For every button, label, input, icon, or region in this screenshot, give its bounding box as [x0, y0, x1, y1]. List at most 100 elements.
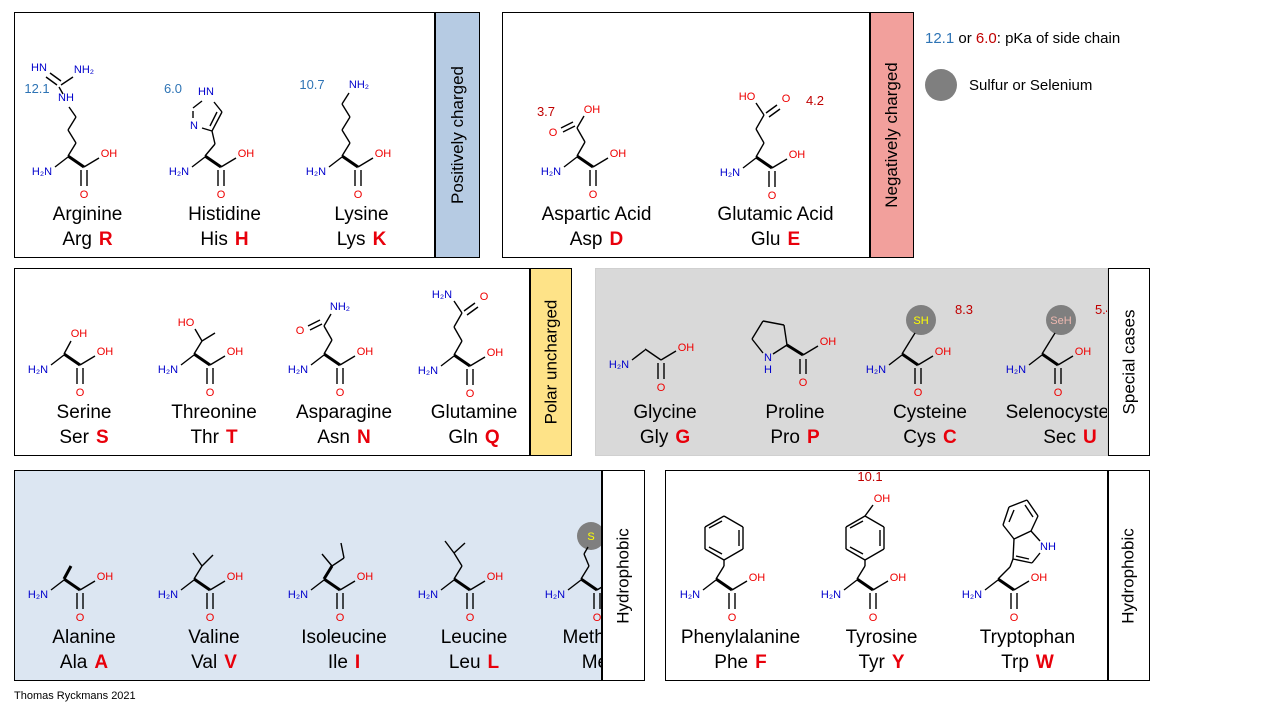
svg-text:H₂N: H₂N [28, 364, 48, 376]
svg-text:OH: OH [678, 342, 695, 354]
legend-or-text: or [954, 30, 976, 47]
svg-text:HN: HN [31, 62, 47, 74]
amino-acid-name: Glutamic Acid [717, 204, 834, 225]
svg-text:H₂N: H₂N [28, 589, 48, 601]
svg-text:O: O [868, 612, 877, 624]
svg-text:HO: HO [738, 91, 755, 103]
code-one-letter: P [806, 427, 820, 448]
svg-text:NH₂: NH₂ [330, 301, 350, 313]
code-three-letter: Tyr [858, 652, 885, 673]
amino-acid-name: Threonine [171, 402, 257, 423]
code-three-letter: Leu [448, 652, 481, 673]
svg-text:H₂N: H₂N [432, 289, 452, 301]
code-three-letter: Phe [714, 652, 749, 673]
heteroatom-circle-icon [1046, 305, 1076, 335]
code-three-letter: Gln [448, 427, 478, 448]
svg-text:H₂N: H₂N [540, 166, 560, 178]
amino-acid-name: Serine [56, 402, 112, 423]
band-label: Negatively charged [882, 62, 901, 208]
svg-text:OH: OH [1075, 346, 1092, 358]
svg-text:OH: OH [873, 493, 890, 505]
pka-description: : pKa of side chain [996, 30, 1121, 47]
code-three-letter: Cys [903, 427, 936, 448]
svg-text:O: O [727, 612, 736, 624]
svg-text:O: O [914, 387, 923, 399]
svg-text:O: O [336, 612, 345, 624]
code-three-letter: Ala [59, 652, 88, 673]
code-three-letter: Thr [190, 427, 219, 448]
svg-text:H₂N: H₂N [158, 364, 178, 376]
svg-text:SeH: SeH [1050, 315, 1071, 327]
svg-text:OH: OH [357, 346, 374, 358]
svg-text:O: O [548, 127, 557, 139]
svg-text:H₂N: H₂N [418, 365, 438, 377]
code-three-letter: Gly [639, 427, 669, 448]
code-one-letter: U [1083, 427, 1097, 448]
amino-acid-name: Glycine [633, 402, 697, 423]
amino-acid-code: Ala A [60, 651, 108, 674]
code-three-letter: Arg [62, 229, 92, 250]
code-one-letter: A [94, 652, 109, 673]
svg-text:H₂N: H₂N [158, 589, 178, 601]
attribution: Thomas Ryckmans 2021 [14, 690, 136, 702]
heteroatom-circle-icon [577, 522, 601, 550]
code-one-letter: Y [891, 652, 905, 673]
amino-acid-code: Tyr Y [858, 651, 904, 674]
band-label: Hydrophobic [613, 527, 633, 624]
svg-text:OH: OH [487, 571, 504, 583]
svg-text:OH: OH [609, 148, 626, 160]
code-three-letter: Asp [569, 229, 603, 250]
svg-text:OH: OH [583, 104, 600, 116]
code-one-letter: Q [484, 427, 500, 448]
code-one-letter: D [609, 229, 624, 250]
code-three-letter: His [200, 229, 228, 250]
svg-text:6.0: 6.0 [163, 81, 181, 96]
svg-text:12.1: 12.1 [24, 81, 49, 96]
band-label: Polar uncharged [541, 299, 561, 425]
svg-text:S: S [587, 531, 594, 543]
band-label: Hydrophobic [1119, 527, 1139, 624]
amino-acid-name: Selenocysteine [1005, 402, 1107, 423]
code-one-letter: C [943, 427, 957, 448]
svg-text:3.7: 3.7 [536, 104, 554, 119]
svg-text:N: N [764, 352, 772, 364]
svg-text:OH: OH [71, 328, 88, 340]
svg-text:5.4: 5.4 [1095, 302, 1108, 317]
band-label: Special cases [1119, 309, 1139, 415]
svg-text:O: O [79, 189, 88, 201]
svg-text:OH: OH [374, 148, 391, 160]
code-three-letter: Ile [327, 652, 348, 673]
band-hydrophobic-aliphatic: Hydrophobic [602, 470, 645, 681]
svg-text:OH: OH [487, 347, 504, 359]
svg-text:NH: NH [1040, 541, 1056, 553]
svg-text:H: H [764, 364, 772, 376]
pka-legend-row: 12.1 or 6.0: pKa of side chain [925, 30, 1120, 47]
svg-text:H₂N: H₂N [679, 589, 699, 601]
